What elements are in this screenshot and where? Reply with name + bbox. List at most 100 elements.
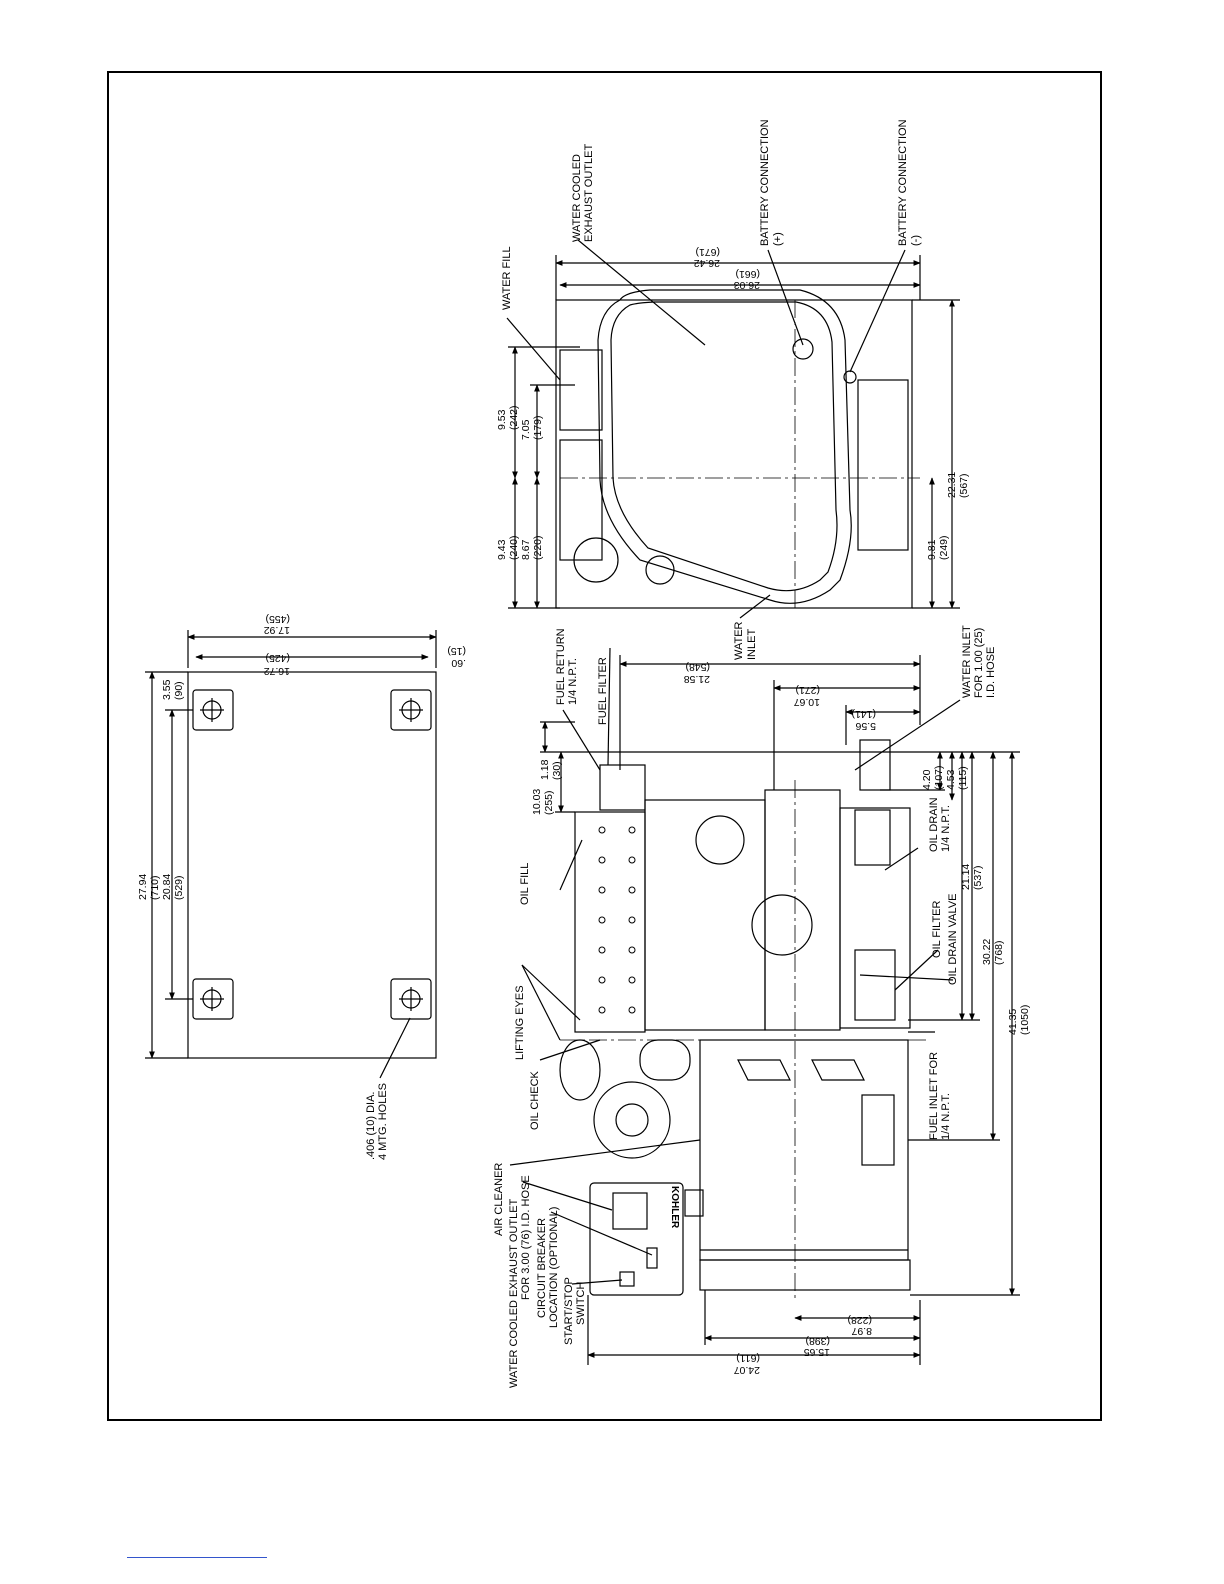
fuel-filter-label: FUEL FILTER [597,657,609,725]
dim-text: 8.67 [520,539,532,560]
mtg-holes-label: 4 MTG. HOLES [377,1083,389,1160]
dim-text: 21.14 [960,864,972,890]
control-panel [589,1182,684,1296]
dim-text: 7.05 [520,419,532,440]
dim-text: 4.53 [945,769,957,790]
alternator [751,894,813,956]
mtg-holes-label: .406 (10) DIA. [365,1092,377,1160]
drawing-frame [107,71,1102,1421]
dim-text: .60 [451,657,466,669]
dim-text: (1050) [1019,1005,1031,1035]
dim-text: 8.97 [851,1325,872,1337]
fuel-inlet-label: 1/4 N.P.T. [940,1093,952,1140]
dim-text: (710) [149,875,161,900]
water-inlet-hose-label: I.D. HOSE [985,647,997,698]
fuel-inlet-label: FUEL INLET FOR [928,1052,940,1140]
water-fill-label: WATER FILL [501,246,513,310]
dim-text: (661) [735,268,760,280]
engine-body [644,799,766,1031]
oil-check [639,1039,691,1081]
battery-neg-label: BATTERY CONNECTION [897,119,909,246]
engine-block [559,349,603,431]
lifting-frame-inner [610,301,838,592]
oil-filter-label: OIL FILTER [931,900,943,958]
exhaust-outlet-label: EXHAUST OUTLET [583,144,595,242]
circuit-breaker-label: CIRCUIT BREAKER [536,1218,548,1318]
footer-rule [127,1557,267,1558]
fuel-return-label: FUEL RETURN [555,628,567,705]
exhaust-3in-label: FOR 3.00 (76) I.D. HOSE [520,1175,532,1300]
dim-text: 10.03 [531,789,543,815]
dim-text: 30.22 [981,939,993,965]
generator-base [699,1259,911,1291]
mounting-foot [390,689,432,731]
generator-end [857,379,909,551]
base-outline [187,671,437,1059]
mounting-foot [192,689,234,731]
oil-drain-label: 1/4 N.P.T. [940,805,952,852]
oil-pan [839,807,911,1029]
dim-text: (115) [957,766,969,790]
generator-housing [699,1039,909,1261]
dim-text: 41.35 [1007,1009,1019,1035]
head-bolts [598,826,636,1014]
engine-block [559,439,603,561]
dim-text: (455) [265,613,290,625]
injection-pump [695,815,745,865]
lifting-frame-outline [597,289,852,604]
water-inlet-label: WATER [733,621,745,660]
oil-drain [854,809,891,866]
air-cleaner-label: AIR CLEANER [493,1163,505,1236]
dim-text: (548) [685,661,710,673]
mounting-foot [192,978,234,1020]
fuel-inlet-fitting [861,1094,895,1166]
dim-text: (398) [805,1335,830,1347]
dim-text: (90) [173,681,185,700]
dim-text: 26.42 [694,257,720,269]
battery-pos-label: BATTERY CONNECTION [759,119,771,246]
dim-text: (537) [972,865,984,890]
dim-text: 3.55 [161,679,173,700]
oil-filter [854,949,896,1021]
exhaust-elbow [559,1039,601,1101]
dim-text: (141) [851,708,876,720]
water-inlet-label: INLET [746,629,758,660]
pulley [645,555,675,585]
oil-fill-label: OIL FILL [519,863,531,905]
start-stop-label: SWITCH [575,1282,587,1325]
dim-text: (179) [532,415,544,440]
dim-text: (611) [736,1352,760,1364]
dim-text: 1.18 [539,759,551,780]
dim-text: 24.07 [734,1364,760,1376]
dim-text: 9.53 [496,409,508,430]
water-inlet-hose-label: WATER INLET [961,625,973,698]
dim-text: (240) [508,535,520,560]
panel-mount [684,1189,704,1217]
dim-text: (255) [543,790,555,815]
dim-text: (529) [173,875,185,900]
dim-text: (567) [958,473,970,498]
circuit-breaker [646,1247,658,1269]
start-stop-switch [619,1271,635,1287]
oil-drain-valve-label: OIL DRAIN VALVE [947,894,959,986]
dim-text: (220) [532,535,544,560]
fuel-return-label: 1/4 N.P.T. [567,658,579,705]
dim-text: 5.56 [855,720,876,732]
dim-text: 26.03 [734,279,760,291]
dim-text: 22.31 [946,472,958,498]
dim-text: 16.72 [264,665,290,677]
fuel-filter-body [599,764,646,811]
end-view-base [555,299,913,609]
oil-check-label: OIL CHECK [529,1070,541,1130]
dim-text: 9.81 [926,539,938,560]
brand-logo: KOHLER [669,1186,680,1229]
dim-text: (107) [933,765,945,790]
water-inlet-fitting [859,739,891,791]
dim-text: (671) [695,246,720,258]
start-stop-label: START/STOP [563,1277,575,1345]
dim-text: 4.20 [921,769,933,790]
dim-text: (242) [508,405,520,430]
exhaust-3in-label: WATER COOLED EXHAUST OUTLET [508,1198,520,1388]
dim-text: 15.65 [804,1346,830,1358]
dim-text: 17.92 [264,624,290,636]
